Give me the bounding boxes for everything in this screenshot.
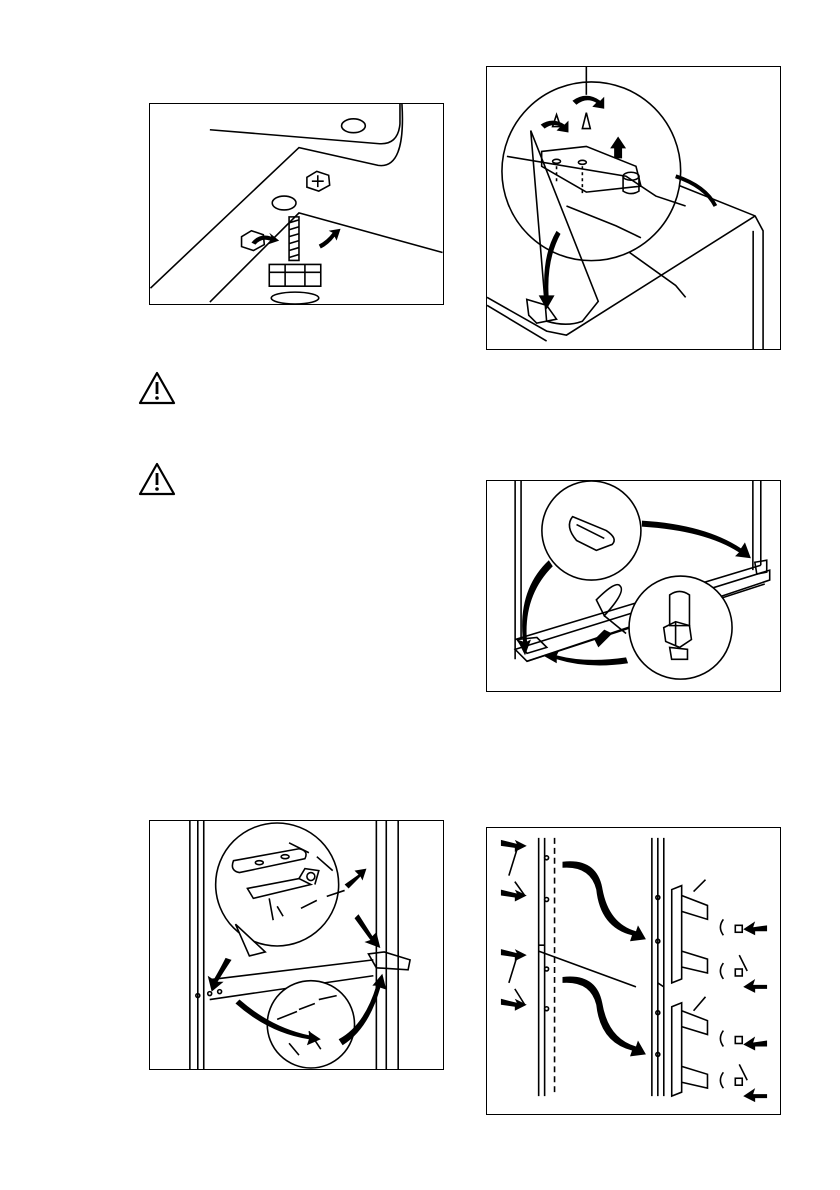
top-hinge-drawing bbox=[487, 67, 780, 349]
handle-reversal-illustration bbox=[486, 827, 781, 1115]
warning-triangle-icon bbox=[137, 461, 177, 497]
warning-triangle-icon bbox=[137, 370, 177, 406]
middle-hinge-illustration bbox=[149, 820, 444, 1070]
leveling-foot-drawing bbox=[150, 104, 443, 304]
top-hinge-illustration bbox=[486, 66, 781, 350]
leveling-foot-illustration bbox=[149, 103, 444, 305]
handle-reversal-drawing bbox=[487, 828, 780, 1114]
warning-icon-1 bbox=[137, 370, 177, 406]
middle-hinge-drawing bbox=[150, 821, 443, 1069]
warning-icon-2 bbox=[137, 461, 177, 497]
bolt-head bbox=[307, 171, 330, 191]
door-swap-drawing bbox=[487, 481, 780, 691]
door-swap-illustration bbox=[486, 480, 781, 692]
